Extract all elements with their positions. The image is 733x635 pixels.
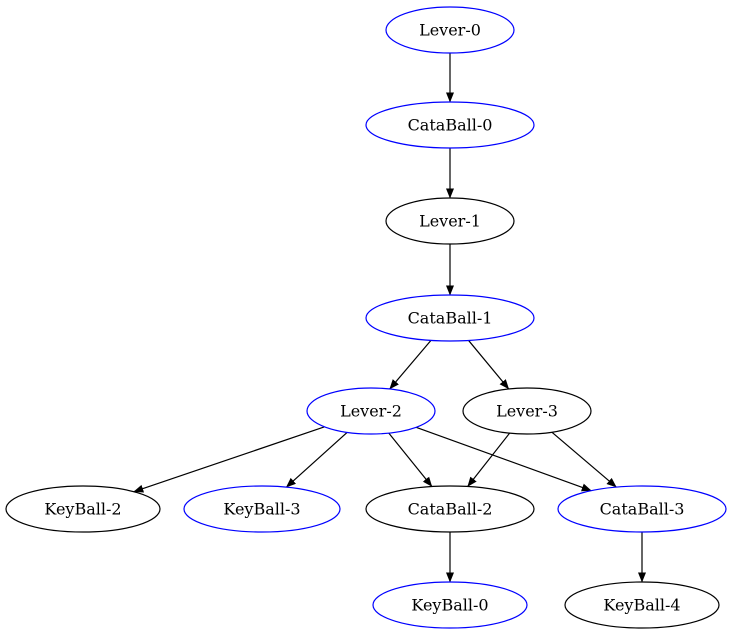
node-key4: KeyBall-4 xyxy=(564,581,720,629)
node-cata0: CataBall-0 xyxy=(365,101,535,149)
edge-lever3-cata2 xyxy=(467,432,511,487)
node-cata3: CataBall-3 xyxy=(557,485,727,533)
edge-lever3-cata3 xyxy=(551,431,617,488)
node-ellipse xyxy=(306,387,436,435)
node-label: Lever-3 xyxy=(496,402,558,421)
node-lever0: Lever-0 xyxy=(385,6,515,54)
edge-lever2-cata2 xyxy=(388,432,433,487)
node-label: KeyBall-4 xyxy=(603,596,680,615)
nodes-layer: Lever-0CataBall-0Lever-1CataBall-1Lever-… xyxy=(5,6,727,629)
node-key0: KeyBall-0 xyxy=(372,581,528,629)
node-label: Lever-0 xyxy=(419,21,481,40)
node-ellipse xyxy=(5,485,161,533)
node-ellipse xyxy=(385,6,515,54)
node-ellipse xyxy=(365,294,535,342)
node-ellipse xyxy=(372,581,528,629)
edge-lever2-key2 xyxy=(133,426,325,493)
edge-cata1-lever2 xyxy=(389,340,432,390)
node-lever3: Lever-3 xyxy=(462,387,592,435)
node-ellipse xyxy=(183,485,341,533)
node-key2: KeyBall-2 xyxy=(5,485,161,533)
node-label: CataBall-3 xyxy=(600,500,685,519)
node-ellipse xyxy=(564,581,720,629)
node-ellipse xyxy=(365,485,535,533)
node-ellipse xyxy=(557,485,727,533)
node-label: CataBall-0 xyxy=(408,116,493,135)
node-cata2: CataBall-2 xyxy=(365,485,535,533)
node-label: CataBall-2 xyxy=(408,500,493,519)
edges-layer xyxy=(133,53,646,583)
node-cata1: CataBall-1 xyxy=(365,294,535,342)
node-label: KeyBall-2 xyxy=(44,500,121,519)
node-label: KeyBall-0 xyxy=(411,596,488,615)
node-label: KeyBall-3 xyxy=(223,500,300,519)
node-label: CataBall-1 xyxy=(408,309,493,328)
edge-lever2-key3 xyxy=(285,431,348,488)
node-label: Lever-2 xyxy=(340,402,402,421)
node-key3: KeyBall-3 xyxy=(183,485,341,533)
node-ellipse xyxy=(365,101,535,149)
node-label: Lever-1 xyxy=(419,212,481,231)
node-lever1: Lever-1 xyxy=(385,197,515,245)
node-lever2: Lever-2 xyxy=(306,387,436,435)
edge-lever2-cata3 xyxy=(415,426,592,492)
edge-cata1-lever3 xyxy=(468,340,510,390)
node-ellipse xyxy=(462,387,592,435)
node-ellipse xyxy=(385,197,515,245)
